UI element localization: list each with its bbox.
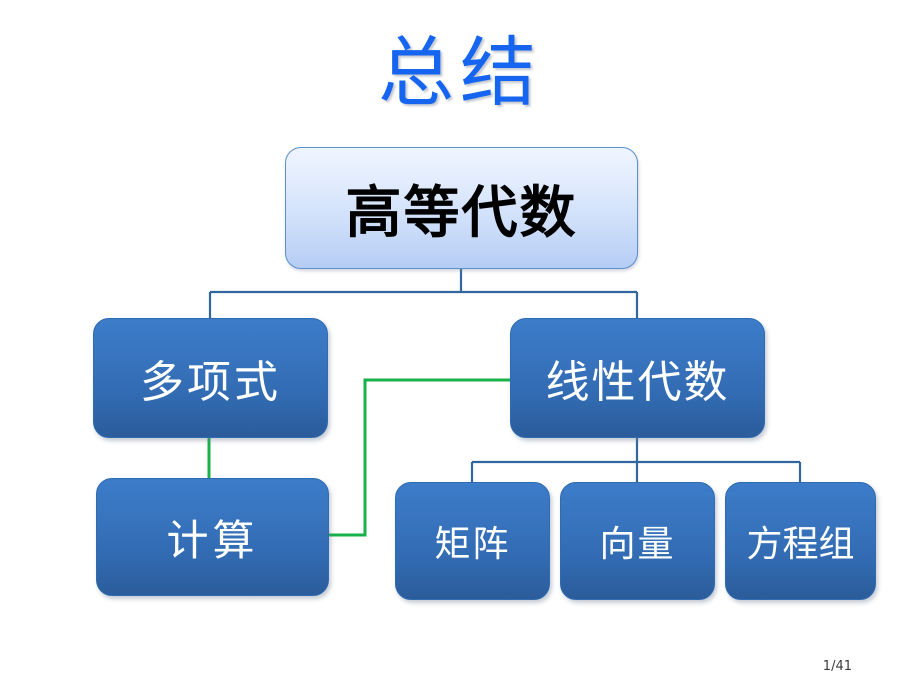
node-matrix[interactable]: 矩阵 [395,482,550,600]
node-equations[interactable]: 方程组 [725,482,876,600]
node-vector[interactable]: 向量 [560,482,715,600]
node-linear-algebra-label: 线性代数 [545,357,730,408]
node-root-label: 高等代数 [345,180,578,246]
node-computation-label: 计算 [166,515,259,565]
node-polynomial[interactable]: 多项式 [93,318,328,438]
node-polynomial-label: 多项式 [140,357,281,408]
node-computation[interactable]: 计算 [96,478,329,596]
edge-linearalgebra-to-level2 [470,438,802,482]
page-title: 总结 [378,28,542,117]
node-matrix-label: 矩阵 [434,524,511,565]
page-number: 1/41 [822,659,852,674]
node-equations-label: 方程组 [746,524,855,565]
node-vector-label: 向量 [599,524,676,565]
node-root[interactable]: 高等代数 [285,147,638,269]
node-linear-algebra[interactable]: 线性代数 [510,318,765,438]
edge-root-to-level1 [208,269,639,318]
